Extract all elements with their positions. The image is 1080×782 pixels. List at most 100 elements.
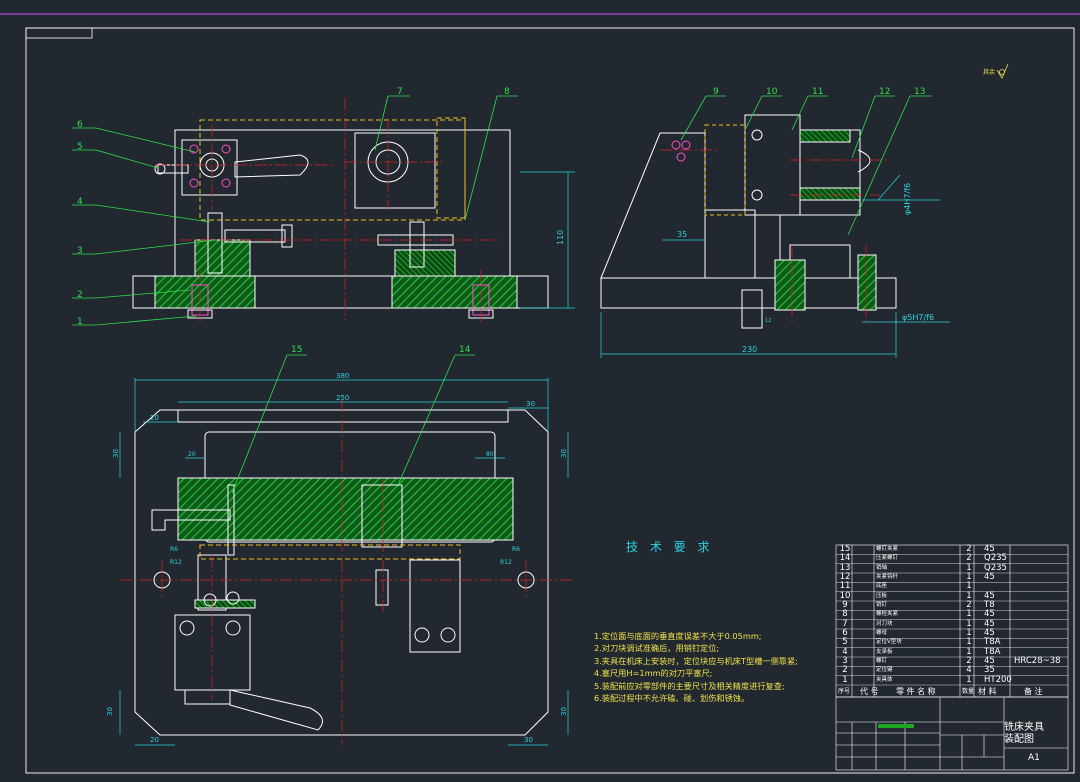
dim-bottom-20: 20 xyxy=(150,736,159,744)
bom-cell-mat: 45 xyxy=(984,544,995,554)
tech-requirements-title: 技 术 要 求 xyxy=(626,540,714,554)
bom-cell-name: 压紧螺钉 xyxy=(876,555,899,562)
bom-cell-qty: 1 xyxy=(966,637,972,648)
tech-note: 1.定位面与底面的垂直度误差不大于0.05mm; xyxy=(594,631,762,641)
tech-note: 3.夹具在机床上安装时，定位块应与机床T型槽一侧靠紧; xyxy=(594,655,798,666)
bom-cell-no: 6 xyxy=(842,628,848,638)
bom-cell-no: 12 xyxy=(839,572,851,582)
dim-r12-right: R12 xyxy=(500,559,512,566)
bom-cell-name: 螺钉夹紧 xyxy=(876,546,899,552)
bom-cell-mat: T8A xyxy=(984,646,1001,657)
bom-cell-no: 15 xyxy=(839,544,851,554)
dim-bottom-30: 30 xyxy=(524,736,533,744)
bom-cell-no: 14 xyxy=(839,553,851,564)
bom-cell-name: 定位键 xyxy=(876,667,893,674)
bom-cell-mat: 35 xyxy=(984,665,995,676)
dim-bottom-v30-left: 30 xyxy=(106,707,114,716)
balloon-7: 7 xyxy=(397,87,403,97)
bom-cell-mat: 45 xyxy=(984,628,995,638)
tech-requirements: 1.定位面与底面的垂直度误差不大于0.05mm; 2.对刀块调试准确后，用销钉定… xyxy=(594,630,798,704)
bom-cell-name: 对刀块 xyxy=(876,620,893,627)
dim-inner-80: 80 xyxy=(486,451,494,458)
bom-cell-mat: 45 xyxy=(984,590,995,601)
bom-cell-name: 夹紧钩杆 xyxy=(876,574,899,580)
leader-lines xyxy=(72,95,932,494)
roughness-symbol xyxy=(996,63,1009,79)
bom-row: 9 销钉 2 T8 xyxy=(836,600,1068,610)
tech-note: 6.装配过程中不允许磕、碰、划伤和锈蚀。 xyxy=(594,692,750,703)
dim-top-right-30: 30 xyxy=(526,400,535,408)
bom-cell-no: 8 xyxy=(842,609,848,620)
balloon-3: 3 xyxy=(77,246,83,256)
balloon-15: 15 xyxy=(291,345,302,355)
bom-cell-qty: 1 xyxy=(966,646,972,657)
bom-row-lines xyxy=(836,554,1068,686)
balloon-12: 12 xyxy=(879,87,890,97)
bom-cell-mat: T8 xyxy=(984,600,995,610)
balloon-5: 5 xyxy=(77,142,83,152)
balloon-13: 13 xyxy=(914,87,925,97)
bom-cell-name: 压板 xyxy=(876,592,888,599)
bom-cell-mat: Q235 xyxy=(984,562,1007,573)
bom-cell-name: 销钉 xyxy=(876,602,888,608)
dim-top-v30-right: 30 xyxy=(560,449,568,458)
bom-cell-no: 7 xyxy=(842,618,848,629)
title-block-bar xyxy=(878,724,914,728)
bom-cell-mat: 45 xyxy=(984,656,995,666)
tech-note: 2.对刀块调试准确后，用销钉定位; xyxy=(594,643,720,654)
bom-cell-qty: 2 xyxy=(966,600,972,610)
bom-cell-name: 支承板 xyxy=(876,648,893,655)
bom-cell-no: 10 xyxy=(839,590,851,601)
bom-cell-qty: 1 xyxy=(966,572,972,582)
bom-cell-no: 9 xyxy=(842,600,848,610)
dim-top-inner: 250 xyxy=(336,394,349,402)
roughness-label: 其余 xyxy=(983,68,995,76)
bom-header-mat: 材 料 xyxy=(978,687,997,696)
bom-cell-mat: Q235 xyxy=(984,553,1007,564)
title-block-sheet: A1 xyxy=(1028,753,1040,763)
balloon-8: 8 xyxy=(504,87,510,97)
side-centerlines xyxy=(660,149,890,325)
bom-cell-mat: HT200 xyxy=(984,674,1012,685)
bom-header-qty: 数量 xyxy=(962,688,975,695)
top-view xyxy=(134,409,549,736)
bom-cell-no: 5 xyxy=(842,637,848,648)
bom-cell-name: 夹具体 xyxy=(876,676,893,683)
bom-cell-qty: 1 xyxy=(966,674,972,685)
dim-side-offset: 35 xyxy=(677,230,687,239)
bom-cell-name: 螺钉 xyxy=(876,658,888,664)
bom-cell-qty: 2 xyxy=(966,656,972,666)
bom-cell-qty: 4 xyxy=(966,665,972,676)
side-dims xyxy=(600,174,950,358)
bom-header: 序号 代 号 零 件 名 称 数量 材 料 备 注 xyxy=(836,685,1068,697)
balloon-14: 14 xyxy=(459,345,471,355)
title-line-1: 铣床夹具 xyxy=(1004,722,1044,733)
front-dims xyxy=(520,171,575,309)
bom-cell-qty: 1 xyxy=(966,609,972,620)
bom-header-name: 零 件 名 称 xyxy=(896,687,936,696)
inner-frame xyxy=(25,27,1075,774)
bom-header-code: 代 号 xyxy=(860,687,879,696)
balloon-1: 1 xyxy=(77,317,83,327)
dim-side-width: 230 xyxy=(742,345,757,354)
side-view xyxy=(600,114,897,329)
bom-header-no: 序号 xyxy=(838,688,851,695)
tech-note: 4.塞尺用H=1mm的对刀平塞尺; xyxy=(594,668,713,679)
bom-cell-mat: 45 xyxy=(984,609,995,620)
dim-side-fit-bottom: φ5H7/f6 xyxy=(902,313,934,322)
front-centerlines xyxy=(155,98,500,322)
dim-top-outer: 380 xyxy=(336,372,349,380)
balloon-9: 9 xyxy=(713,87,719,97)
top-centerlines xyxy=(120,400,575,745)
title-block xyxy=(835,696,1069,771)
